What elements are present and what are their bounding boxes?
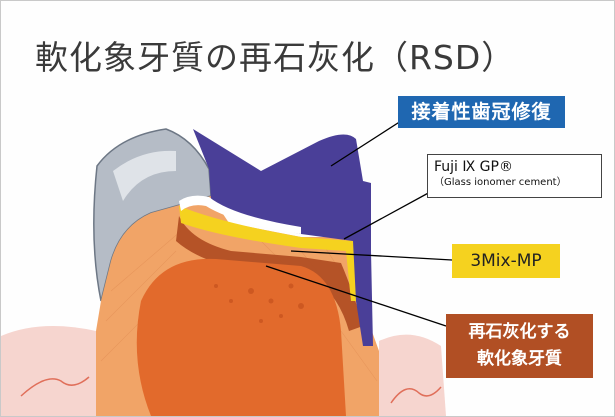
gum-right: [379, 335, 446, 416]
label-remineralizing-line2: 軟化象牙質: [446, 346, 593, 373]
label-glass-ionomer-cement: Fuji Ⅸ GP® （Glass ionomer cement）: [427, 154, 602, 198]
label-fuji-desc: （Glass ionomer cement）: [434, 176, 601, 190]
label-remineralizing-dentin: 再石灰化する 軟化象牙質: [446, 314, 593, 378]
label-remineralizing-line1: 再石灰化する: [446, 319, 593, 346]
label-fuji-name: Fuji Ⅸ GP®: [434, 158, 601, 176]
label-3mix-mp: 3Mix-MP: [452, 244, 560, 278]
gum-left: [1, 326, 96, 416]
label-adhesive-restoration: 接着性歯冠修復: [398, 96, 565, 128]
